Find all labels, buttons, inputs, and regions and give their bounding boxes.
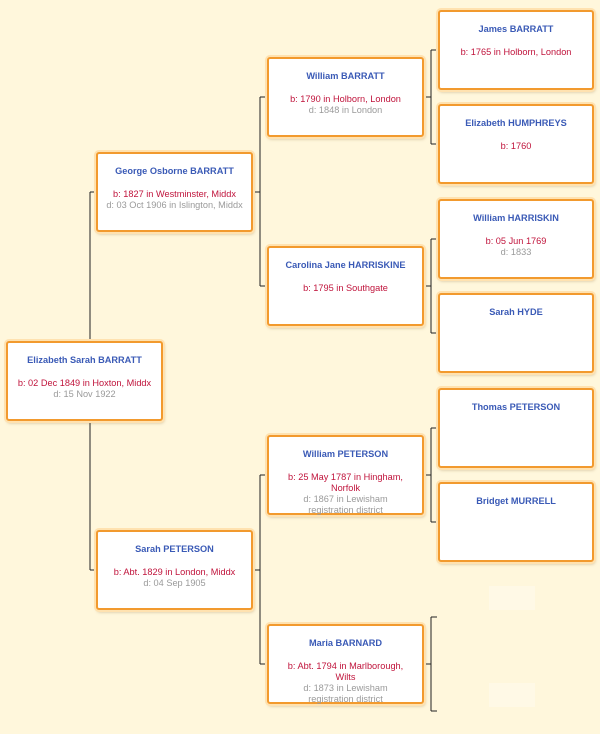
person-name: Bridget MURRELL	[476, 496, 556, 506]
person-name: George Osborne BARRATT	[115, 166, 234, 176]
person-name: William HARRISKIN	[473, 213, 559, 223]
person-birth: b: 1760	[500, 141, 532, 151]
person-name: Sarah PETERSON	[135, 544, 214, 554]
person-card-george-osborne-barratt[interactable]: George Osborne BARRATT b: 1827 in Westmi…	[96, 152, 253, 232]
person-birth: b: 1795 in Southgate	[303, 283, 388, 293]
person-card-carolina-jane-harriskine[interactable]: Carolina Jane HARRISKINE b: 1795 in Sout…	[267, 246, 424, 326]
person-card-elizabeth-humphreys[interactable]: Elizabeth HUMPHREYS b: 1760	[438, 104, 594, 184]
person-name: Elizabeth HUMPHREYS	[465, 118, 567, 128]
person-card-james-barratt[interactable]: James BARRATT b: 1765 in Holborn, London	[438, 10, 594, 90]
person-death: d: 04 Sep 1905	[143, 578, 206, 588]
person-name: Carolina Jane HARRISKINE	[285, 260, 406, 270]
person-birth: b: 1827 in Westminster, Middx	[113, 189, 236, 199]
person-death: d: 1867 in Lewisham registration distric…	[303, 494, 388, 515]
person-birth: b: 05 Jun 1769	[485, 236, 547, 246]
person-birth: b: Abt. 1794 in Marlborough, Wilts	[287, 661, 404, 682]
empty-slot	[489, 683, 535, 707]
person-card-maria-barnard[interactable]: Maria BARNARD b: Abt. 1794 in Marlboroug…	[267, 624, 424, 704]
person-birth: b: 1790 in Holborn, London	[290, 94, 401, 104]
person-birth: b: 02 Dec 1849 in Hoxton, Middx	[17, 378, 152, 388]
empty-slot	[489, 586, 535, 610]
person-card-sarah-peterson[interactable]: Sarah PETERSON b: Abt. 1829 in London, M…	[96, 530, 253, 610]
person-name: James BARRATT	[478, 24, 554, 34]
person-death: d: 15 Nov 1922	[53, 389, 116, 399]
person-birth: b: 1765 in Holborn, London	[460, 47, 572, 57]
person-name: William BARRATT	[306, 71, 385, 81]
person-death: d: 03 Oct 1906 in Islington, Middx	[106, 200, 243, 210]
person-birth: b: 25 May 1787 in Hingham, Norfolk	[288, 472, 403, 493]
person-card-thomas-peterson[interactable]: Thomas PETERSON	[438, 388, 594, 468]
person-name: Sarah HYDE	[489, 307, 543, 317]
person-card-elizabeth-sarah-barratt[interactable]: Elizabeth Sarah BARRATT b: 02 Dec 1849 i…	[6, 341, 163, 421]
person-name: William PETERSON	[302, 449, 389, 459]
person-card-bridget-murrell[interactable]: Bridget MURRELL	[438, 482, 594, 562]
person-card-william-peterson[interactable]: William PETERSON b: 25 May 1787 in Hingh…	[267, 435, 424, 515]
person-death: d: 1833	[500, 247, 532, 257]
person-card-william-harriskin[interactable]: William HARRISKIN b: 05 Jun 1769 d: 1833	[438, 199, 594, 279]
person-name: Maria BARNARD	[309, 638, 382, 648]
person-card-sarah-hyde[interactable]: Sarah HYDE	[438, 293, 594, 373]
person-card-william-barratt[interactable]: William BARRATT b: 1790 in Holborn, Lond…	[267, 57, 424, 137]
person-death: d: 1848 in London	[308, 105, 383, 115]
person-death: d: 1873 in Lewisham registration distric…	[303, 683, 388, 704]
person-birth: b: Abt. 1829 in London, Middx	[113, 567, 236, 577]
person-name: Thomas PETERSON	[471, 402, 561, 412]
person-name: Elizabeth Sarah BARRATT	[27, 355, 142, 365]
